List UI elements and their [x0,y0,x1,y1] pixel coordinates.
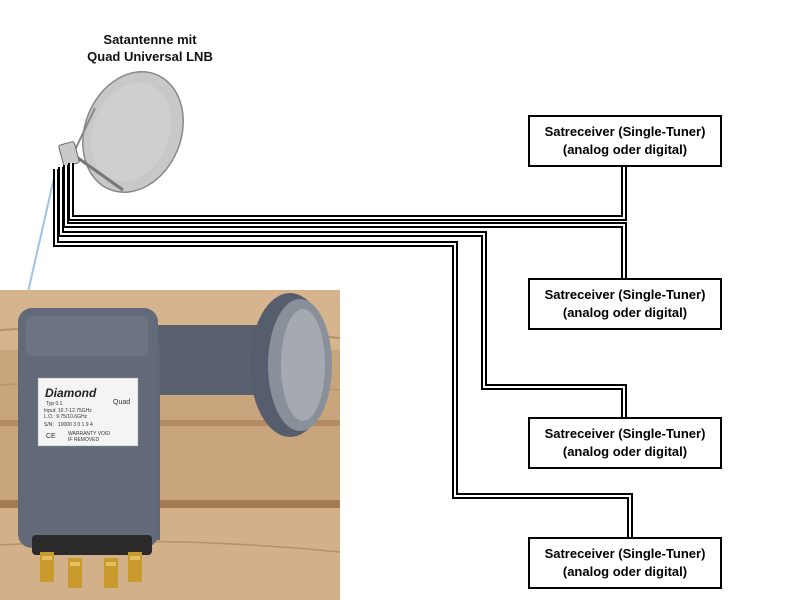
receiver-sublabel: (analog oder digital) [562,444,688,459]
receiver-sublabel: (analog oder digital) [562,305,688,320]
lnb-warranty1: WARRANTY VOID [68,431,110,437]
lnb-photo: Diamond Typ 0.1 Quad Input: 10.7-12.75GH… [0,290,340,600]
lnb-input: Input: 10.7-12.75GHz [44,408,92,414]
lnb-brand: Diamond [45,386,97,400]
pointer-line [27,177,55,293]
receiver-label: Satreceiver (Single-Tuner) [544,287,706,302]
lnb-lo: L.O.: 9.75/10.6GHz [44,414,88,420]
lnb-variant: Quad [113,399,130,406]
receiver-box-4: Satreceiver (Single-Tuner) (analog oder … [528,537,722,589]
receiver-box-3: Satreceiver (Single-Tuner) (analog oder … [528,417,722,469]
receiver-label: Satreceiver (Single-Tuner) [544,426,706,441]
receiver-label: Satreceiver (Single-Tuner) [544,546,706,561]
lnb-model: Typ 0.1 [46,401,63,407]
satellite-dish-icon [58,71,184,193]
f-connector-icon [40,552,142,588]
receiver-sublabel: (analog oder digital) [562,142,688,157]
lnb-illustration: Diamond Typ 0.1 Quad Input: 10.7-12.75GH… [0,290,340,600]
receiver-box-1: Satreceiver (Single-Tuner) (analog oder … [528,115,722,167]
dish-title-line1: Satantenne mit [103,32,197,47]
lnb-ce: CE [46,433,56,440]
dish-title: Satantenne mit Quad Universal LNB [60,31,240,65]
lnb-serial-prefix: S/N: [44,422,54,428]
receiver-sublabel: (analog oder digital) [562,564,688,579]
receiver-box-2: Satreceiver (Single-Tuner) (analog oder … [528,278,722,330]
receiver-label: Satreceiver (Single-Tuner) [544,124,706,139]
dish-title-line2: Quad Universal LNB [87,49,213,64]
lnb-serial: 10000 3 0 1 9 4 [58,422,93,428]
lnb-warranty2: IF REMOVED [68,437,100,443]
